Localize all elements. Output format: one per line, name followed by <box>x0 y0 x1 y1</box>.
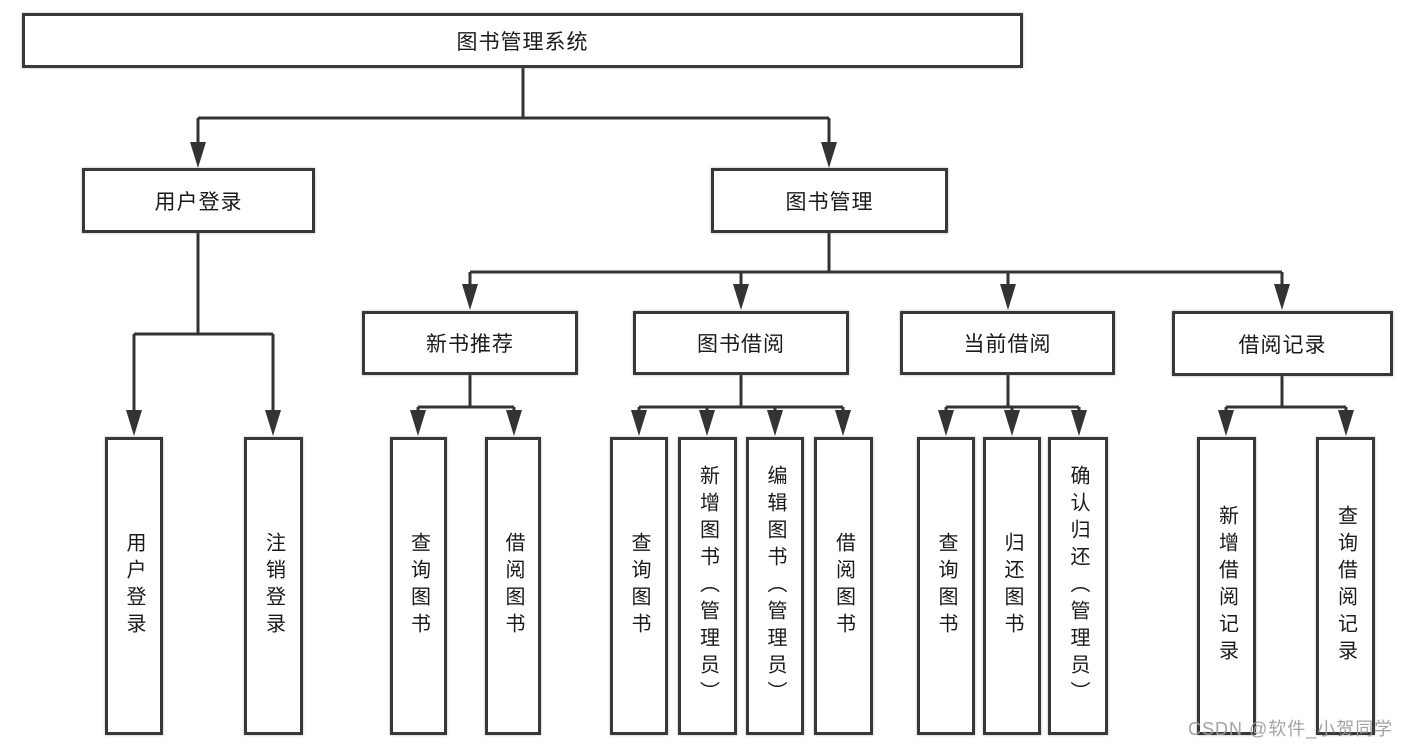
arrow-down-icon <box>1274 284 1290 310</box>
arrow-down-icon <box>767 410 783 436</box>
leaf-new-borrow-books-label: 借阅图书 <box>502 532 524 640</box>
arrow-down-icon <box>1000 284 1016 310</box>
node-new-book-recommend-label: 新书推荐 <box>426 333 514 356</box>
leaf-borrow-books-label: 借阅图书 <box>832 532 855 640</box>
node-book-borrowing-label: 图书借阅 <box>697 333 785 356</box>
node-borrowing-records: 借阅记录 <box>1172 311 1393 376</box>
leaf-edit-books-admin-label: 编辑图书（管理员） <box>764 464 786 708</box>
leaf-borrow-books: 借阅图书 <box>814 437 873 735</box>
leaf-add-books-admin-label: 新增图书（管理员） <box>696 464 719 708</box>
node-current-borrowing: 当前借阅 <box>900 311 1115 375</box>
arrow-down-icon <box>462 284 478 310</box>
arrow-down-icon <box>190 142 206 168</box>
leaf-borrow-query-books-label: 查询图书 <box>628 532 650 640</box>
arrow-down-icon <box>1218 410 1234 436</box>
leaf-edit-books-admin: 编辑图书（管理员） <box>746 437 804 735</box>
arrow-down-icon <box>1071 410 1087 436</box>
leaf-new-query-books: 查询图书 <box>390 437 447 735</box>
node-current-borrowing-label: 当前借阅 <box>963 333 1052 356</box>
leaf-add-borrow-record: 新增借阅记录 <box>1197 437 1256 735</box>
leaf-new-query-books-label: 查询图书 <box>407 532 430 640</box>
leaf-add-borrow-record-label: 新增借阅记录 <box>1215 505 1238 667</box>
leaf-logout: 注销登录 <box>244 437 303 735</box>
leaf-user-login-label: 用户登录 <box>123 532 145 640</box>
leaf-logout-label: 注销登录 <box>262 532 285 640</box>
node-user-login-label: 用户登录 <box>154 190 243 214</box>
node-book-management-label: 图书管理 <box>785 190 874 214</box>
leaf-current-query-books: 查询图书 <box>917 437 975 735</box>
leaf-query-borrow-record-label: 查询借阅记录 <box>1334 505 1357 667</box>
leaf-borrow-query-books: 查询图书 <box>610 437 668 735</box>
arrow-down-icon <box>835 410 851 436</box>
leaf-query-borrow-record: 查询借阅记录 <box>1316 437 1375 735</box>
node-book-borrowing: 图书借阅 <box>633 311 849 375</box>
arrow-down-icon <box>821 142 837 168</box>
arrow-down-icon <box>699 410 715 436</box>
arrow-down-icon <box>126 410 142 436</box>
arrow-down-icon <box>631 410 647 436</box>
node-book-management: 图书管理 <box>711 168 948 233</box>
node-user-login: 用户登录 <box>82 168 315 233</box>
node-root: 图书管理系统 <box>22 13 1023 68</box>
leaf-user-login: 用户登录 <box>105 437 163 735</box>
arrow-down-icon <box>506 410 522 436</box>
node-new-book-recommend: 新书推荐 <box>362 311 578 375</box>
leaf-current-query-books-label: 查询图书 <box>935 532 957 640</box>
arrow-down-icon <box>265 410 281 436</box>
leaf-confirm-return-admin-label: 确认归还（管理员） <box>1067 464 1089 708</box>
arrow-down-icon <box>1004 410 1020 436</box>
arrow-down-icon <box>1338 410 1354 436</box>
leaf-return-books-label: 归还图书 <box>1001 532 1023 640</box>
arrow-down-icon <box>733 284 749 310</box>
arrow-down-icon <box>410 410 426 436</box>
node-root-label: 图书管理系统 <box>456 30 589 54</box>
leaf-add-books-admin: 新增图书（管理员） <box>678 437 737 735</box>
leaf-return-books: 归还图书 <box>983 437 1041 735</box>
arrow-down-icon <box>938 410 954 436</box>
leaf-new-borrow-books: 借阅图书 <box>485 437 541 735</box>
leaf-confirm-return-admin: 确认归还（管理员） <box>1048 437 1108 735</box>
node-borrowing-records-label: 借阅记录 <box>1238 333 1327 357</box>
